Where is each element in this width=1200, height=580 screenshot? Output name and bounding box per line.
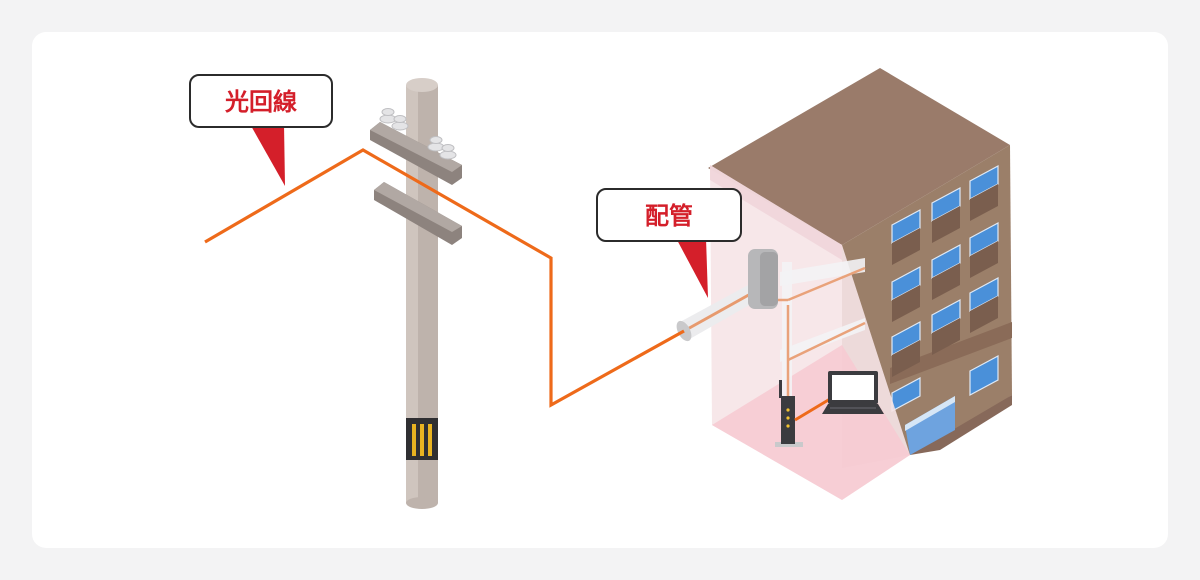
building-interior-cutaway xyxy=(710,165,910,500)
entrance-awning xyxy=(905,396,955,431)
building-windows xyxy=(891,164,999,413)
laptop-icon xyxy=(822,371,884,414)
callout-conduit-label: 配管 xyxy=(645,202,693,230)
building-entrance xyxy=(905,396,955,455)
termination-box xyxy=(748,249,778,309)
callout-fiber-line: 光回線 xyxy=(189,74,333,186)
fiber-cable xyxy=(204,148,685,408)
callout-fiber-line-label: 光回線 xyxy=(224,88,297,116)
facade-band xyxy=(890,322,1012,384)
insulators xyxy=(379,108,457,160)
router-icon xyxy=(775,380,803,447)
indoor-conduits xyxy=(760,258,866,447)
callout-conduit: 配管 xyxy=(596,188,742,298)
building-roof xyxy=(708,68,1010,245)
pole-crossarms xyxy=(370,122,462,245)
